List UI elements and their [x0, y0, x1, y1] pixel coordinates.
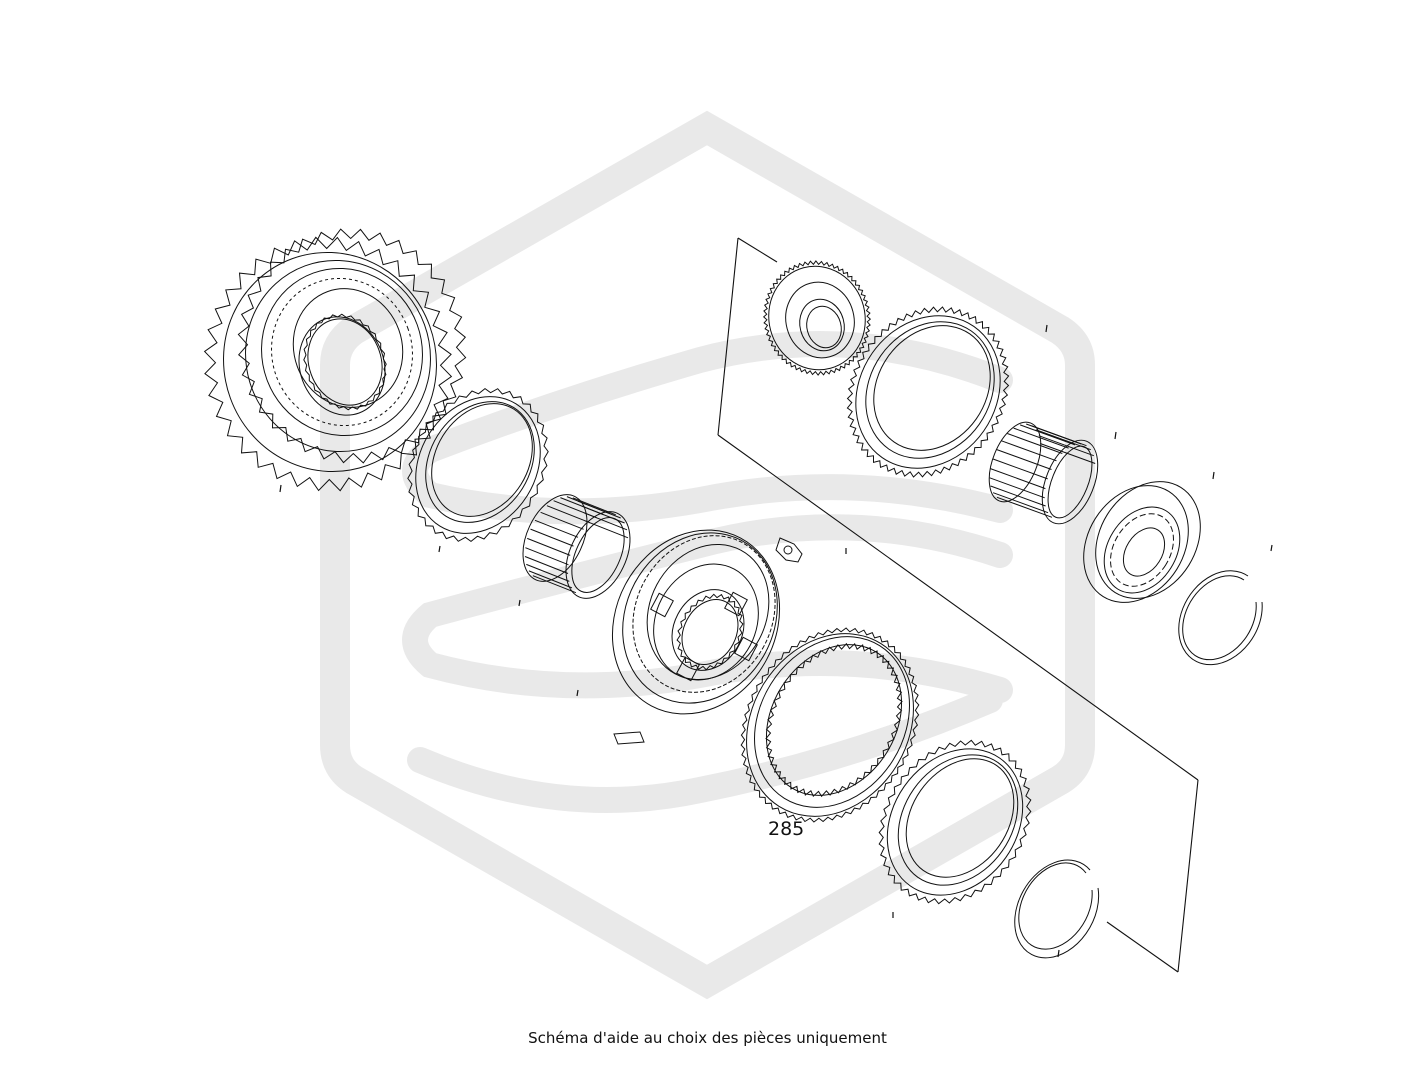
small-gear	[762, 260, 872, 376]
diagram-caption: Schéma d'aide au choix des pièces unique…	[528, 1029, 887, 1047]
synchro-ring-3	[846, 306, 1010, 478]
circlip-bottom	[1014, 859, 1100, 959]
large-gear	[203, 228, 467, 492]
circlip-right	[1178, 570, 1263, 666]
shift-key	[775, 537, 803, 563]
needle-bearing-2	[988, 421, 1099, 525]
needle-bearing-1	[522, 494, 631, 599]
callout-285: 285	[768, 818, 804, 840]
leader-ticks	[279, 324, 1273, 958]
assembly-panel-outline	[717, 237, 1199, 973]
synchro-ring-2	[878, 739, 1032, 905]
toothed-ring-285	[740, 627, 920, 823]
key-plate	[613, 731, 645, 745]
synchro-hub	[611, 529, 781, 715]
ball-bearing	[1083, 481, 1201, 603]
brand-logo-watermark	[320, 110, 1095, 1000]
synchro-ring-1	[407, 387, 549, 543]
